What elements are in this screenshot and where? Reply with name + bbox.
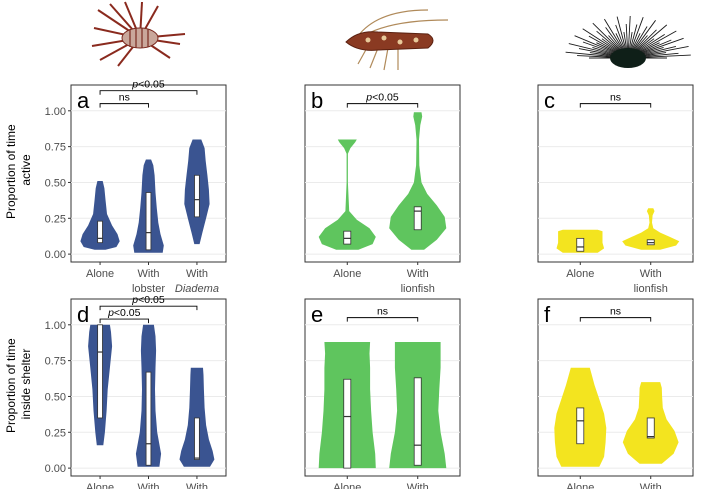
- x-tick-label-line2: lobster: [132, 283, 165, 295]
- panel-b: Alone With lionfish p<0.05 b: [304, 84, 461, 295]
- panel-label: f: [544, 302, 551, 327]
- significance-bracket: [99, 90, 198, 95]
- y-tick-label: 0.00: [45, 463, 66, 475]
- x-tick-label-line2: lionfish: [634, 283, 668, 295]
- significance-bracket: [99, 318, 149, 324]
- x-tick-label: Alone: [566, 482, 594, 489]
- violin-d-2: [179, 367, 215, 467]
- x-tick-label: With: [640, 482, 662, 489]
- y-tick-label: 0.75: [45, 356, 66, 368]
- y-tick-label: 0.00: [45, 249, 66, 261]
- panel-f: AloneWithlionfishnsf: [537, 298, 694, 489]
- y-tick-label: 0.25: [45, 427, 66, 439]
- box-d-1: [145, 371, 152, 466]
- y-tick-label: 0.25: [45, 213, 66, 225]
- box-c-0: [576, 237, 585, 252]
- violin-c-1: [622, 208, 680, 250]
- x-tick-label: Alone: [566, 268, 594, 280]
- y-tick-label: 0.50: [45, 177, 66, 189]
- x-tick-label: Alone: [333, 268, 361, 280]
- panel-label: b: [311, 88, 323, 113]
- x-tick-label-line2: Diadema: [175, 283, 219, 295]
- x-tick-label-line2: lionfish: [401, 283, 435, 295]
- violin-a-0: [80, 181, 120, 250]
- x-tick-label: With: [186, 482, 208, 489]
- box-a-2: [194, 174, 200, 218]
- box-a-0: [97, 220, 103, 244]
- significance-bracket: [579, 317, 652, 322]
- y-tick-label: 0.75: [45, 142, 66, 154]
- x-tick-label: With: [186, 268, 208, 280]
- y-tick-label: 1.00: [45, 106, 66, 118]
- panel-label: a: [77, 88, 90, 113]
- significance-bracket: [346, 103, 419, 108]
- significance-label: p<0.05: [131, 79, 165, 91]
- x-tick-label: With: [407, 268, 429, 280]
- significance-bracket: [346, 317, 419, 322]
- x-tick-label: With: [640, 268, 662, 280]
- lobster-icon: [345, 9, 449, 71]
- box-a-1: [145, 192, 152, 251]
- box-e-0: [343, 378, 352, 469]
- panel-d: 0.000.250.500.751.00AloneWithlobsterWith…: [45, 294, 227, 489]
- box-b-1: [413, 206, 422, 231]
- x-tick-label: Alone: [86, 268, 114, 280]
- significance-bracket: [99, 103, 149, 108]
- y-tick-label: 1.00: [45, 320, 66, 332]
- row1-y-axis-label: Proportion of time active: [4, 121, 33, 219]
- significance-label: p<0.05: [131, 294, 165, 306]
- violin-b-0: [318, 139, 376, 250]
- panel-label: e: [311, 302, 323, 327]
- x-tick-label: Alone: [86, 482, 114, 489]
- significance-label: ns: [610, 306, 621, 318]
- box-f-0: [576, 407, 585, 445]
- lionfish-icon: [91, 1, 186, 67]
- violin-b-1: [389, 112, 447, 250]
- panel-label: c: [544, 88, 555, 113]
- significance-label: p<0.05: [107, 307, 141, 319]
- x-tick-label: With: [138, 268, 160, 280]
- x-tick-label: With: [407, 482, 429, 489]
- x-tick-label: Alone: [333, 482, 361, 489]
- significance-label: ns: [119, 92, 130, 104]
- significance-bracket: [99, 305, 198, 311]
- panel-e: AloneWithlionfishnse: [304, 298, 461, 489]
- significance-bracket: [579, 103, 652, 108]
- y-tick-label: 0.50: [45, 391, 66, 403]
- significance-label: p<0.05: [365, 92, 399, 104]
- panel-label: d: [77, 302, 89, 327]
- panel-c: Alone With lionfish ns c: [537, 84, 694, 295]
- significance-label: ns: [610, 92, 621, 104]
- box-f-1: [646, 417, 655, 439]
- sea-urchin-icon: [565, 15, 691, 68]
- x-tick-label: With: [138, 482, 160, 489]
- box-b-0: [343, 230, 352, 245]
- box-d-0: [97, 324, 103, 419]
- box-e-1: [413, 377, 422, 466]
- row2-y-axis-label: Proportion of time inside shelter: [4, 335, 33, 433]
- significance-label: ns: [377, 306, 388, 318]
- box-d-2: [194, 417, 200, 460]
